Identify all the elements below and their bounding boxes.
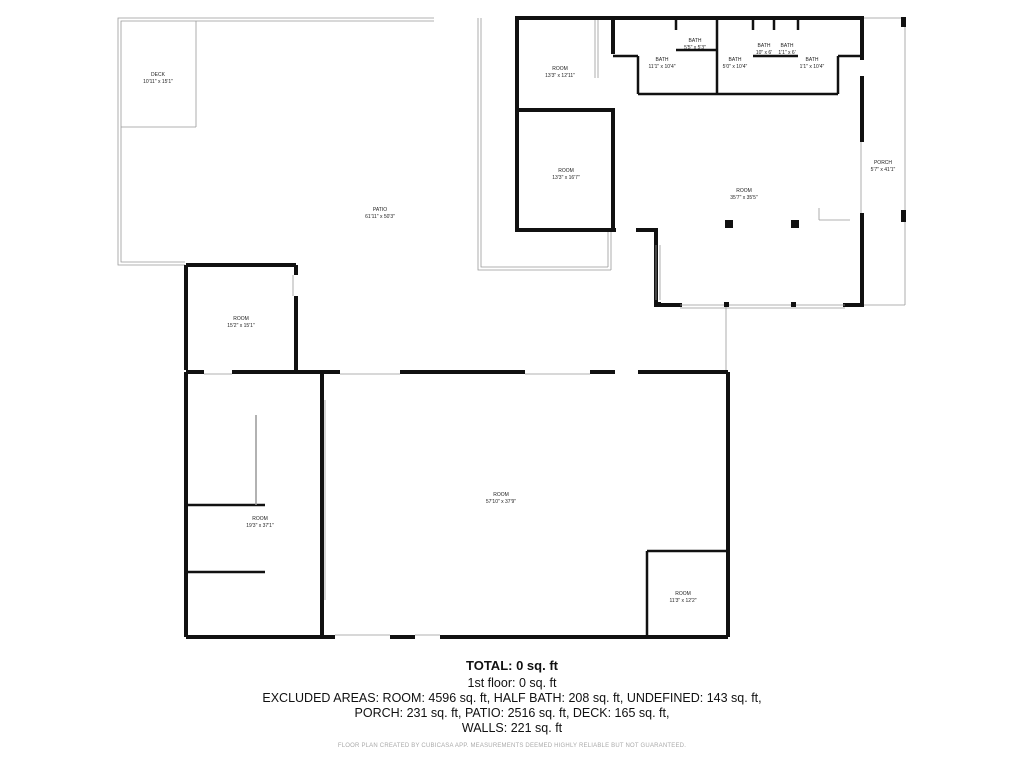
west-long-room-interior <box>186 503 265 574</box>
porch-label: PORCH <box>874 160 892 166</box>
main-room-corner-room-walls <box>645 549 728 637</box>
bath-3-label: BATH <box>729 57 742 63</box>
disclaimer: FLOOR PLAN CREATED BY CUBICASA APP. MEAS… <box>337 743 687 749</box>
room-east-dims: 35'7" x 35'5" <box>730 195 758 201</box>
walls-area-line: WALLS: 221 sq. ft <box>461 721 563 735</box>
porch-outline <box>860 17 906 306</box>
deck-outline <box>121 21 197 128</box>
west-small-room-walls <box>184 263 298 370</box>
porch-posts <box>901 17 906 222</box>
ne-doors-windows <box>594 20 850 309</box>
room-nw-bottom-dims: 13'3" x 16'7" <box>552 175 580 181</box>
room-nw-bottom-label: ROOM <box>558 168 574 174</box>
room-east-label: ROOM <box>736 188 752 194</box>
total-area-title: TOTAL: 0 sq. ft <box>466 658 558 673</box>
bath-5-label: BATH <box>781 43 794 49</box>
bath-2-dims: 5'5" x 5'3" <box>684 45 706 51</box>
room-west-small-label: ROOM <box>233 316 249 322</box>
floor-area-line: 1st floor: 0 sq. ft <box>467 676 557 690</box>
bath-4-dims: 10" x 6' <box>756 50 772 56</box>
room-nw-top-dims: 13'3" x 12'11" <box>545 73 575 79</box>
bath-3-dims: 5'0" x 10'4" <box>723 64 748 70</box>
ne-building-walls <box>515 16 864 307</box>
room-corner-label: ROOM <box>675 591 691 597</box>
room-west-small-dims: 15'2" x 15'1" <box>227 323 255 329</box>
ne-interior-walls <box>613 18 862 96</box>
room-main-dims: 57'10" x 37'9" <box>486 499 516 505</box>
room-west-long-label: ROOM <box>252 516 268 522</box>
deck-dims: 10'11" x 15'1" <box>143 79 173 85</box>
room-corner-dims: 11'3" x 12'2" <box>669 598 696 604</box>
porch-dims: 5'7" x 41'1" <box>871 167 896 173</box>
ne-wall-posts <box>656 220 799 307</box>
main-room-windows <box>204 373 590 636</box>
room-main-label: ROOM <box>493 492 509 498</box>
excluded-areas-line-1: EXCLUDED AREAS: ROOM: 4596 sq. ft, HALF … <box>262 691 762 705</box>
patio-outline <box>117 17 612 271</box>
bath-5-dims: 1'1" x 6' <box>778 50 795 56</box>
bath-1-dims: 11'1" x 10'4" <box>648 64 675 70</box>
patio-dims: 61'11" x 50'3" <box>365 214 395 220</box>
room-nw-top-label: ROOM <box>552 66 568 72</box>
bath-1-label: BATH <box>656 57 669 63</box>
room-west-long-dims: 19'3" x 37'1" <box>246 523 274 529</box>
bath-6-dims: 1'1" x 10'4" <box>800 64 825 70</box>
patio-label: PATIO <box>373 207 387 213</box>
bath-4-label: BATH <box>758 43 771 49</box>
deck-label: DECK <box>151 72 166 78</box>
main-room-walls <box>320 370 730 639</box>
excluded-areas-line-2: PORCH: 231 sq. ft, PATIO: 2516 sq. ft, D… <box>354 706 670 720</box>
bath-2-label: BATH <box>689 38 702 44</box>
bath-6-label: BATH <box>806 57 819 63</box>
room-labels: DECK 10'11" x 15'1" PATIO 61'11" x 50'3"… <box>143 38 895 604</box>
